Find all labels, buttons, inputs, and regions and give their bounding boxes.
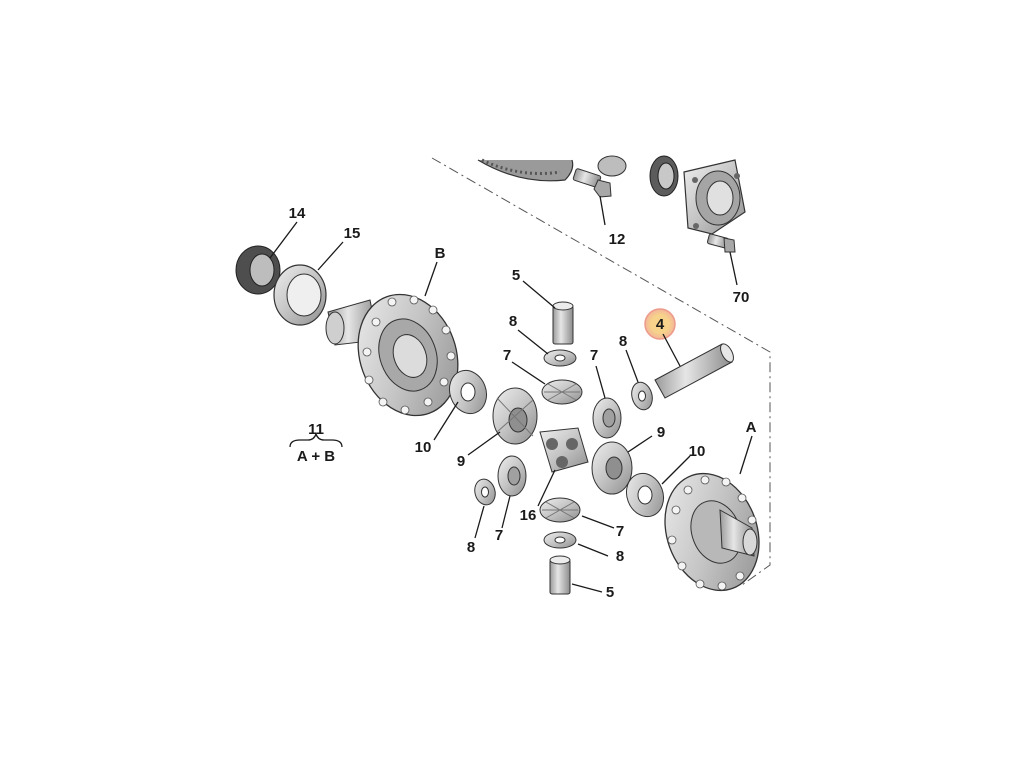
planet-gear-7-lower [539, 497, 581, 523]
seal-partial [597, 155, 679, 197]
callout-10-right: 10 [689, 443, 706, 460]
planet-gear-7-right-top [592, 397, 622, 439]
assembly-boundary-line [431, 157, 771, 586]
callout-7-lower-left: 7 [495, 527, 503, 544]
shaft-4 [654, 343, 734, 399]
callout-b: B [435, 245, 446, 262]
callout-9-right: 9 [657, 424, 665, 441]
side-gear-9-right [591, 441, 633, 495]
callout-5-bottom: 5 [606, 584, 614, 601]
bolt-12 [572, 168, 612, 198]
callout-11-sub: A + B [297, 448, 335, 465]
bolt-70 [706, 233, 736, 253]
bearing-15 [273, 264, 327, 326]
planet-gear-7-lower-left [497, 455, 527, 497]
callout-8-top: 8 [509, 313, 517, 330]
callout-5-top: 5 [512, 267, 520, 284]
callout-7-right-top: 7 [590, 347, 598, 364]
callout-8-lower-right: 8 [616, 548, 624, 565]
callout-16: 16 [520, 507, 537, 524]
washer-8-lower [543, 531, 577, 549]
callout-11: 11 [308, 421, 324, 438]
callout-70: 70 [733, 289, 750, 306]
differential-half-case-b [325, 293, 459, 417]
washer-8-right [631, 381, 653, 411]
leader-lines [269, 195, 753, 593]
callout-9-left: 9 [457, 453, 465, 470]
callout-8-right: 8 [619, 333, 627, 350]
highlight-marker-4 [644, 308, 676, 340]
side-gear-9-left [492, 387, 538, 445]
planet-gear-7-top [541, 379, 583, 405]
callout-4: 4 [656, 316, 665, 333]
callout-7-left-top: 7 [503, 347, 511, 364]
washer-8-lower-left [474, 478, 496, 506]
thrust-washer-10-right [625, 472, 665, 518]
oil-seal-14 [235, 245, 281, 295]
callout-12: 12 [609, 231, 626, 248]
brace-11 [289, 431, 343, 448]
pin-5-bottom [549, 555, 571, 595]
callout-15: 15 [344, 225, 361, 242]
flange-plate-70 [683, 159, 746, 235]
callout-7-lower-right: 7 [616, 523, 624, 540]
callout-labels: 14 15 B 12 70 5 8 7 7 8 4 11 A + B 10 9 … [289, 205, 757, 601]
differential-half-case-a [664, 472, 760, 592]
callout-a: A [746, 419, 757, 436]
pin-5-top [552, 301, 574, 345]
callout-14: 14 [289, 205, 306, 222]
spider-cross-16 [539, 427, 589, 473]
callout-8-lower-left: 8 [467, 539, 475, 556]
washer-8-top [543, 349, 577, 367]
thrust-washer-10-left [448, 369, 488, 415]
callout-10-left: 10 [415, 439, 432, 456]
ring-gear-partial [477, 158, 574, 182]
